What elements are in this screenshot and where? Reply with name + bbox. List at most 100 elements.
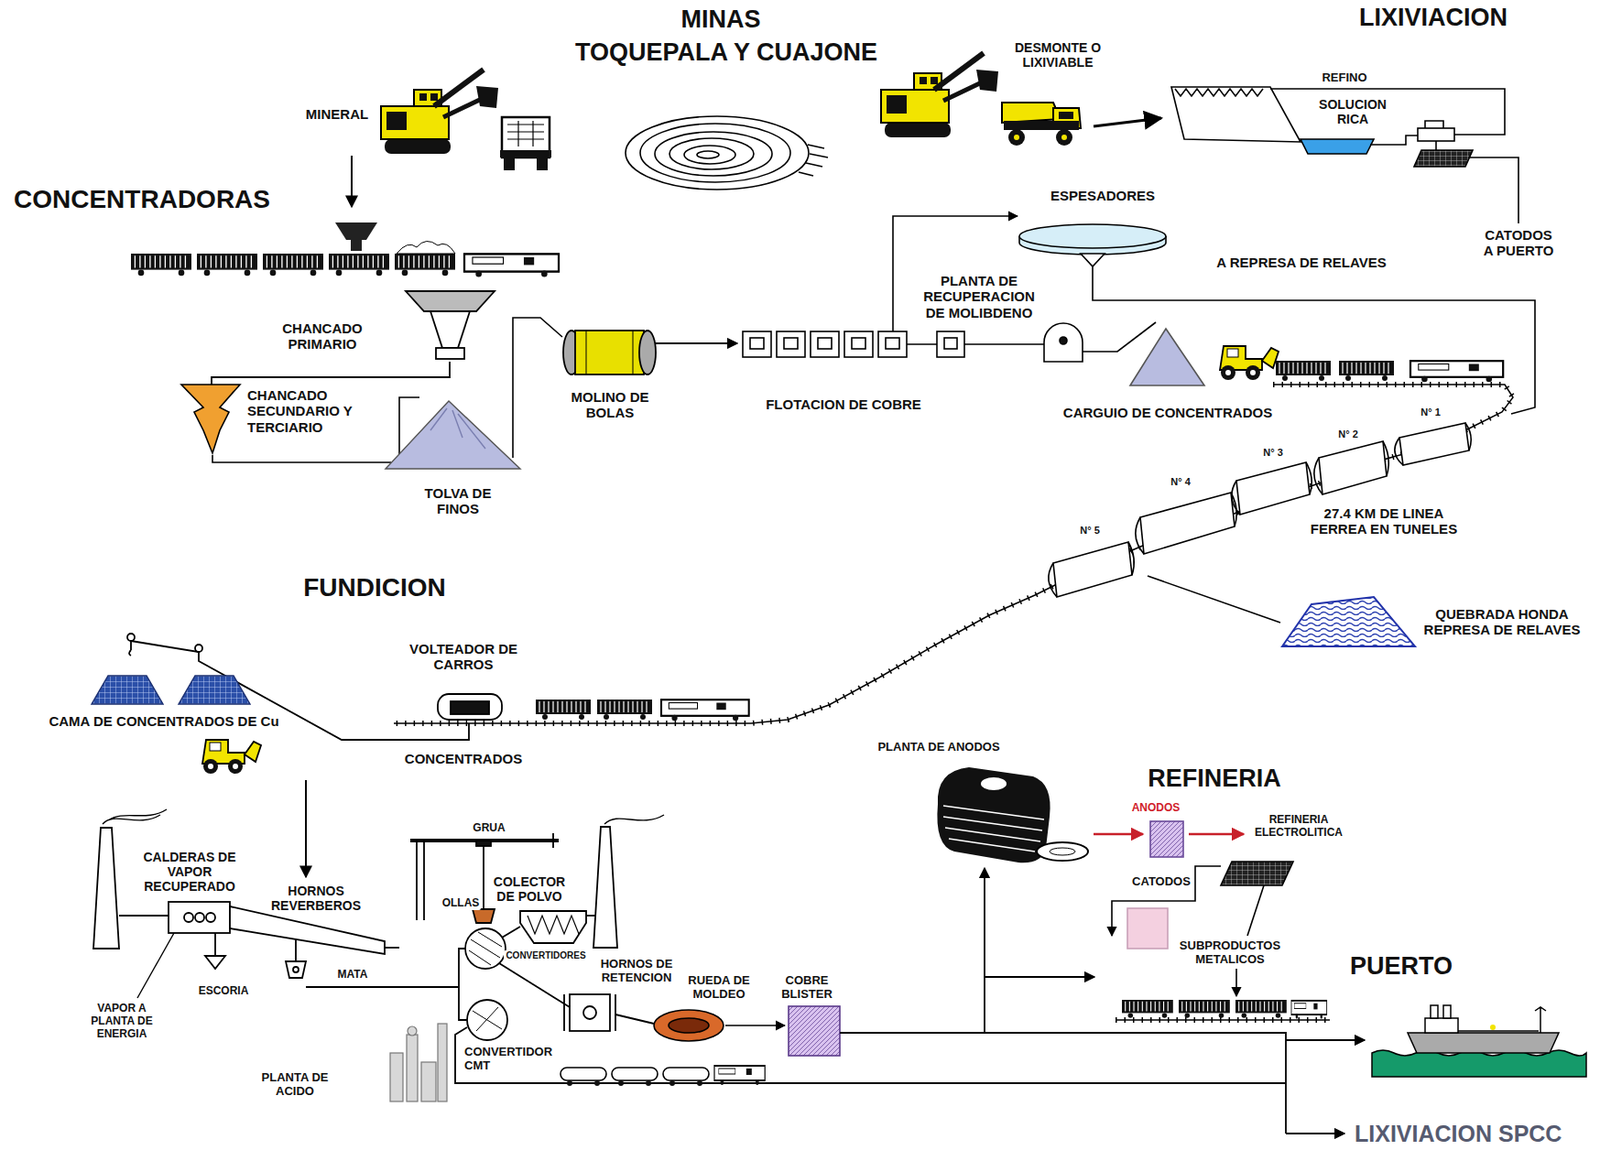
flow-note: MATA bbox=[336, 968, 371, 982]
fines-stockpile bbox=[430, 408, 486, 449]
fines-stockpile bbox=[512, 317, 563, 458]
ship bbox=[1407, 1033, 1559, 1054]
open-pit bbox=[696, 151, 719, 159]
rail-tunnel bbox=[1048, 423, 1471, 598]
thickener bbox=[1092, 266, 1535, 414]
open-pit bbox=[625, 116, 809, 190]
casting-wheel bbox=[725, 1024, 785, 1027]
section-title: LIXIVIACION bbox=[1357, 3, 1510, 33]
smelter bbox=[137, 933, 175, 999]
rail-tunnel bbox=[1394, 423, 1471, 466]
ore-train bbox=[350, 239, 362, 251]
railway bbox=[393, 384, 1513, 724]
section-title: LIXIVIACION SPCC bbox=[1352, 1121, 1564, 1148]
equipment-label: HORNOS DE RETENCION bbox=[592, 957, 681, 986]
blister-copper bbox=[788, 1006, 840, 1056]
product-lines bbox=[983, 868, 986, 1034]
smelter bbox=[604, 815, 664, 825]
refinery bbox=[1188, 833, 1244, 837]
car-dumper bbox=[127, 633, 135, 642]
smelter bbox=[294, 939, 297, 962]
primary-crusher bbox=[430, 311, 470, 349]
acid-train bbox=[560, 1067, 607, 1087]
ore-train bbox=[335, 222, 378, 240]
equipment-label: CAMA DE CONCENTRADOS DE Cu bbox=[46, 713, 281, 730]
ball-mill bbox=[586, 330, 633, 375]
flotation-cells bbox=[964, 343, 1045, 346]
leach-pad bbox=[1370, 135, 1418, 145]
equipment-label: PLANTA DE ANODOS bbox=[875, 740, 1002, 755]
ship bbox=[1371, 1005, 1587, 1078]
haul-truck bbox=[536, 157, 548, 171]
smelter bbox=[206, 913, 216, 923]
acid-plant bbox=[437, 1023, 447, 1102]
dump-truck bbox=[1013, 134, 1020, 141]
flotation-cells bbox=[844, 331, 873, 358]
anode-plant bbox=[936, 767, 1050, 863]
ore-train bbox=[130, 222, 559, 278]
fundicion-train bbox=[535, 699, 591, 720]
equipment-label: QUEBRADA HONDA REPRESA DE RELAVES bbox=[1415, 606, 1590, 639]
product-lines bbox=[839, 1033, 1286, 1134]
acid-plant bbox=[407, 1026, 417, 1036]
flotation-cells bbox=[750, 337, 764, 349]
smelter bbox=[214, 933, 217, 957]
cone-crusher bbox=[181, 384, 420, 463]
open-pit bbox=[684, 145, 736, 164]
concentrate-filter bbox=[1059, 337, 1067, 345]
equipment-label: COBRE BLISTER bbox=[774, 974, 839, 1002]
ore-train bbox=[396, 240, 456, 254]
dump-truck bbox=[1001, 102, 1061, 123]
rail-tunnel bbox=[1048, 542, 1134, 598]
concentrate-train bbox=[1338, 360, 1394, 381]
feed-arrow bbox=[304, 780, 307, 878]
tunnel-number: N° 5 bbox=[1077, 524, 1102, 537]
acid-plant bbox=[406, 1034, 418, 1102]
flotation-cells bbox=[851, 337, 866, 349]
thickener bbox=[1019, 224, 1166, 249]
ore-arrow bbox=[350, 155, 353, 207]
haul-truck bbox=[500, 150, 552, 158]
mining-shovel bbox=[380, 69, 499, 154]
tailings-line bbox=[1147, 576, 1281, 623]
open-pit bbox=[640, 123, 791, 183]
ore-train bbox=[196, 253, 258, 276]
open-pit bbox=[654, 131, 773, 176]
casting-wheel bbox=[653, 1010, 724, 1042]
port-train bbox=[1115, 1019, 1330, 1021]
acid-plant bbox=[390, 1053, 403, 1102]
mining-shovel bbox=[881, 53, 999, 138]
port-train bbox=[1235, 1000, 1287, 1019]
ore-train bbox=[262, 253, 324, 276]
fines-stockpile bbox=[385, 317, 563, 469]
primary-crusher bbox=[211, 291, 495, 385]
casting-wheel bbox=[668, 1018, 709, 1034]
rail-tunnel bbox=[1318, 441, 1387, 495]
product-lines bbox=[1285, 1132, 1345, 1135]
railway bbox=[393, 384, 1513, 724]
fundicion-train bbox=[597, 699, 653, 720]
leach-pad bbox=[1414, 150, 1473, 167]
thickener bbox=[1080, 253, 1105, 267]
fundicion-train bbox=[535, 699, 750, 721]
smelter bbox=[168, 902, 230, 934]
leach-pad bbox=[1270, 88, 1505, 135]
smelter bbox=[93, 809, 1286, 1084]
rail-tunnel bbox=[1236, 462, 1310, 515]
concentrate-train bbox=[1275, 360, 1331, 381]
product-lines bbox=[1285, 1039, 1365, 1042]
primary-crusher bbox=[435, 348, 465, 360]
smelter bbox=[305, 948, 468, 1021]
flotation-cells bbox=[742, 216, 1045, 358]
refinery bbox=[1150, 821, 1184, 858]
haul-truck bbox=[503, 157, 515, 171]
equipment-label: CHANCADO SECUNDARIO Y TERCIARIO bbox=[245, 387, 360, 436]
refinery bbox=[1127, 908, 1168, 949]
smelter bbox=[501, 926, 521, 938]
leach-pad bbox=[1171, 87, 1301, 142]
smelter bbox=[520, 911, 587, 944]
acid-plant bbox=[421, 1062, 436, 1102]
port-train bbox=[1115, 1000, 1330, 1021]
ship bbox=[1490, 1024, 1496, 1031]
flow-note: CONCENTRADOS bbox=[402, 751, 524, 767]
